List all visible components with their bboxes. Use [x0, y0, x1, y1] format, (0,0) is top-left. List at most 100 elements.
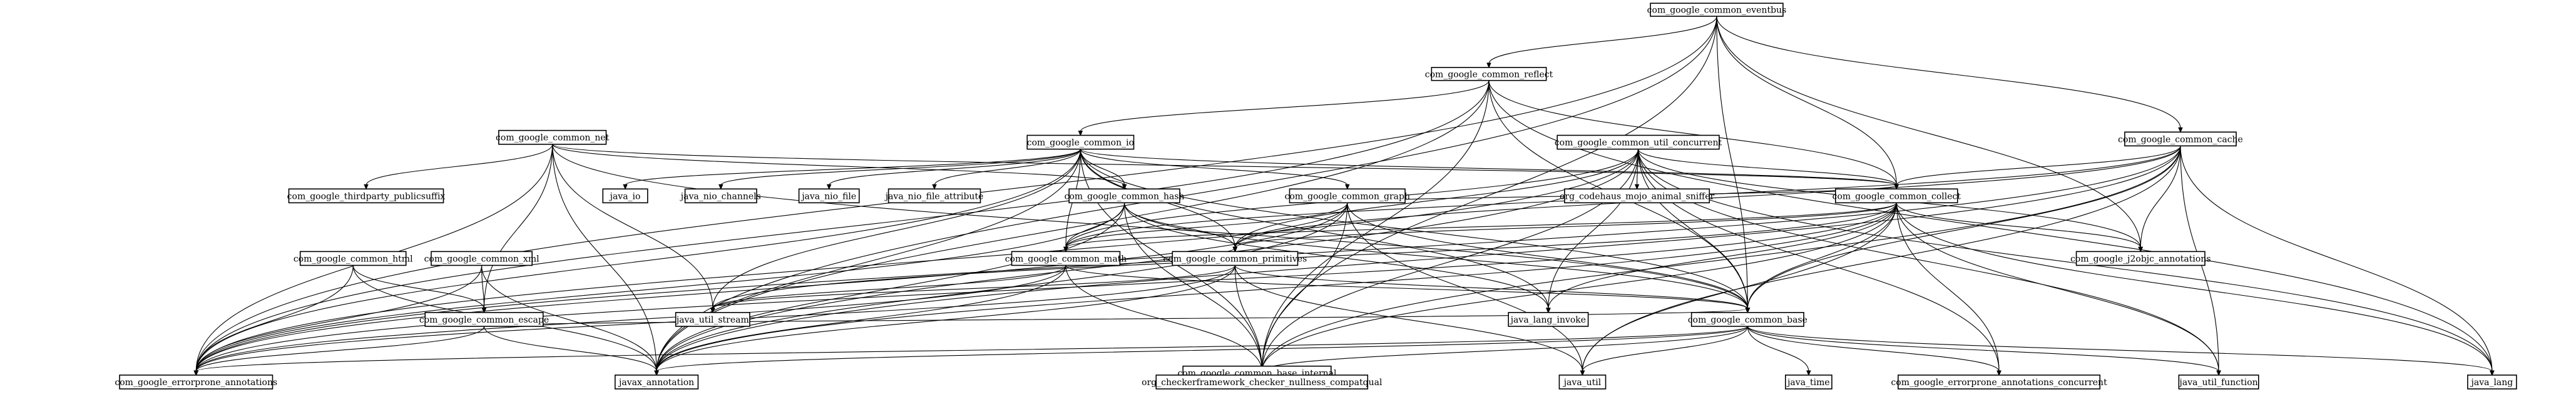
node-box — [887, 188, 981, 204]
node-javax-annotation[interactable]: javax_annotation — [614, 374, 699, 389]
node-net[interactable]: com_google_common_net — [496, 129, 610, 145]
node-cache[interactable]: com_google_common_cache — [2118, 131, 2243, 147]
node-java-nio-file[interactable]: java_nio_file — [798, 188, 860, 204]
node-label: java_time — [1786, 378, 1830, 388]
node-box — [1558, 374, 1607, 389]
node-box — [1289, 188, 1406, 204]
edge-base-to-java_util_function — [1747, 326, 2221, 376]
node-checker[interactable]: org_checkerframework_checker_nullness_co… — [1142, 374, 1383, 389]
edge-base-to-errorprone — [193, 326, 1748, 376]
node-escape[interactable]: com_google_common_escape — [419, 312, 549, 327]
node-box — [1011, 251, 1121, 266]
node-reflect[interactable]: com_google_common_reflect — [1425, 67, 1553, 81]
arrowhead — [1806, 370, 1811, 376]
edge-io-to-java_io — [623, 149, 1081, 190]
nodes-layer: com_google_common_eventbus com_google_com… — [115, 3, 2517, 389]
edge-base-to-checker — [1259, 326, 1748, 376]
node-primitives[interactable]: com_google_common_primitives — [1163, 251, 1307, 266]
node-java-nio-channels[interactable]: java_nio_channels — [680, 188, 761, 204]
arrowhead — [1345, 184, 1350, 190]
arrowhead — [710, 308, 715, 314]
edge-escape-to-javax_annotation — [483, 326, 659, 376]
arrowhead — [654, 370, 659, 376]
node-io[interactable]: com_google_common_io — [1026, 134, 1135, 150]
node-animal-sniffer[interactable]: org_codehaus_mojo_animal_sniffer — [1560, 188, 1714, 204]
arrowhead — [1634, 184, 1640, 190]
arrowhead — [826, 184, 832, 190]
edge-collect-to-java_util — [1580, 203, 1897, 376]
node-java-lang-invoke[interactable]: java_lang_invoke — [1508, 312, 1589, 327]
edge-reflect-to-errorprone — [193, 80, 1490, 376]
node-label: java_util_function — [2179, 378, 2258, 388]
node-j2objc[interactable]: com_google_j2objc_annotations — [2070, 251, 2211, 266]
node-label: com_google_common_net — [496, 133, 610, 143]
node-xml[interactable]: com_google_common_xml — [424, 251, 540, 266]
edge-io-to-hash — [1080, 149, 1127, 190]
node-eventbus[interactable]: com_google_common_eventbus — [1647, 3, 1787, 17]
node-label: java_lang — [2470, 378, 2513, 388]
node-box — [288, 188, 444, 204]
node-box — [2467, 374, 2517, 389]
node-label: com_google_common_graph — [1285, 191, 1410, 201]
node-label: com_google_common_reflect — [1425, 69, 1553, 79]
node-label: com_google_common_hash — [1065, 191, 1185, 201]
edge-base-to-java_time — [1747, 326, 1811, 376]
node-label: com_google_common_html — [294, 254, 413, 264]
node-label: com_google_common_primitives — [1163, 254, 1307, 264]
node-util-concurrent[interactable]: com_google_common_util_concurrent — [1555, 134, 1722, 150]
node-hash[interactable]: com_google_common_hash — [1065, 188, 1185, 204]
edge-net-to-java_util_stream — [552, 144, 715, 314]
node-java-io[interactable]: java_io — [602, 188, 648, 204]
arrowhead — [1232, 246, 1238, 253]
edge-io-to-graph — [1080, 149, 1350, 190]
edge-collect-to-java_util_function — [1896, 203, 2221, 376]
node-java-util-stream[interactable]: java_util_stream — [675, 312, 750, 327]
node-math[interactable]: com_google_common_math — [1005, 251, 1127, 266]
edge-io-to-java_nio_file — [826, 149, 1081, 190]
edge-cache-to-base — [1745, 146, 2181, 314]
node-graph[interactable]: com_google_common_graph — [1285, 188, 1410, 204]
edge-graph-to-primitives — [1232, 203, 1348, 253]
node-label: com_google_common_eventbus — [1647, 6, 1787, 16]
node-thirdparty[interactable]: com_google_thirdparty_publicsuffix — [287, 188, 446, 204]
node-base[interactable]: com_google_common_base — [1688, 312, 1807, 327]
edge-collect-to-j2objc — [1896, 203, 2144, 253]
node-errorprone-concurrent[interactable]: com_google_errorprone_annotations_concur… — [1891, 374, 2107, 389]
node-label: com_google_common_xml — [424, 254, 540, 264]
arrowhead — [1122, 184, 1127, 190]
edge-net-to-hash — [552, 144, 1127, 190]
edge-net-to-collect — [552, 144, 1899, 190]
node-collect[interactable]: com_google_common_collect — [1832, 188, 1961, 204]
node-html[interactable]: com_google_common_html — [294, 251, 413, 266]
edge-xml-to-escape — [481, 265, 487, 314]
node-box — [1898, 374, 2101, 389]
node-box — [424, 312, 544, 327]
edge-primitives-to-java_util_stream — [710, 265, 1235, 314]
node-label: com_google_j2objc_annotations — [2070, 254, 2211, 264]
node-box — [602, 188, 648, 204]
node-box — [2178, 374, 2259, 389]
node-label: com_google_common_collect — [1832, 191, 1961, 201]
node-label: com_google_common_math — [1005, 254, 1127, 264]
edge-collect-to-java_lang — [1896, 203, 2495, 376]
node-box — [1431, 67, 1547, 81]
node-java-time[interactable]: java_time — [1785, 374, 1832, 389]
node-box — [1068, 188, 1180, 204]
node-label: java_util — [1563, 378, 1602, 388]
node-java-util-function[interactable]: java_util_function — [2178, 374, 2259, 389]
arrowhead — [2178, 127, 2183, 133]
edge-reflect-to-io — [1078, 80, 1490, 136]
edge-eventbus-to-reflect — [1486, 16, 1717, 69]
node-java-util[interactable]: java_util — [1558, 374, 1607, 389]
node-errorprone[interactable]: com_google_errorprone_annotations — [115, 374, 277, 389]
arrowhead — [481, 308, 487, 314]
edge-eventbus-to-cache — [1716, 16, 2183, 133]
node-box — [1650, 3, 1784, 17]
edge-reflect-to-java_lang — [1488, 80, 2495, 376]
node-java-lang[interactable]: java_lang — [2467, 374, 2517, 389]
node-label: com_google_common_util_concurrent — [1555, 138, 1722, 148]
node-box — [798, 188, 860, 204]
node-box — [1155, 374, 1369, 389]
arrowhead — [1078, 130, 1083, 136]
node-java-nio-file-attribute[interactable]: java_nio_file_attribute — [884, 188, 984, 204]
